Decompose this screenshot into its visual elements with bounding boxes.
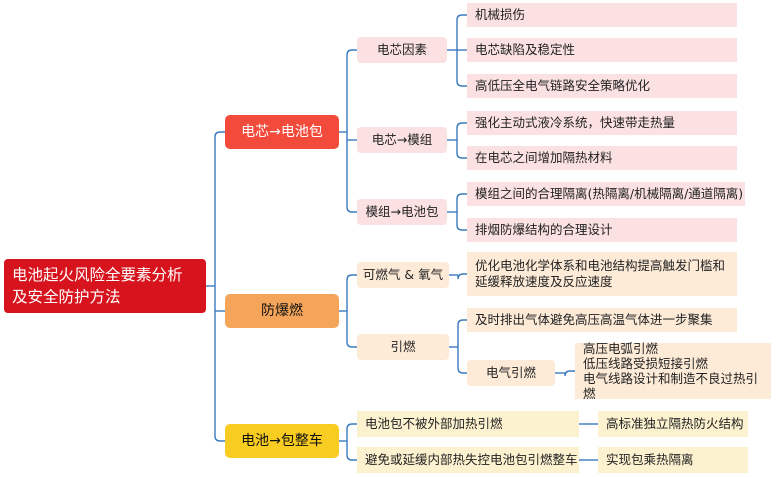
leaf-optimize-chemistry-text: 优化电池化学体系和电池结构提高触发门槛和延缓释放速度及反应速度 xyxy=(475,258,726,289)
node-no-external-heat: 电池包不被外部加热引燃 xyxy=(357,411,579,437)
branch-cell-to-pack: 电芯→电池包 xyxy=(225,115,339,149)
leaf-fireproof-structure: 高标准独立隔热防火结构 xyxy=(598,411,748,437)
branch-explosion-proof: 防爆燃 xyxy=(225,294,339,328)
explosion-proof-connector xyxy=(339,274,357,348)
leaf-hv-lv-strategy: 高低压全电气链路安全策略优化 xyxy=(467,74,737,98)
node-module-to-pack: 模组→电池包 xyxy=(357,199,447,225)
leaf-liquid-cooling: 强化主动式液冷系统，快速带走热量 xyxy=(467,111,737,135)
leaf-insulation-material: 在电芯之间增加隔热材料 xyxy=(467,146,737,170)
root-topic: 电池起火风险全要素分析及安全防护方法 xyxy=(4,259,206,313)
cell-to-pack-connector xyxy=(339,49,357,213)
node-electrical-ignition: 电气引燃 xyxy=(467,360,555,386)
module-to-pack-connector xyxy=(447,193,467,231)
node-cell-to-module: 电芯→模组 xyxy=(357,127,447,153)
leaf-electrical-causes: 高压电弧引燃 低压线路受损短接引燃 电气线路设计和制造不良过热引燃 xyxy=(575,341,771,401)
root-line-2: 及安全防护方法 xyxy=(12,288,121,306)
node-delay-thermal-runaway: 避免或延缓内部热失控电池包引燃整车 xyxy=(357,447,579,473)
leaf-exhaust-gas: 及时排出气体避免高压高温气体进一步聚集 xyxy=(467,308,737,332)
leaf-optimize-chemistry: 优化电池化学体系和电池结构提高触发门槛和延缓释放速度及反应速度 xyxy=(467,252,737,296)
flammable-gas-connector xyxy=(449,273,467,280)
node-ignition: 引燃 xyxy=(357,334,449,360)
electrical-connector xyxy=(555,370,575,377)
leaf-module-isolation: 模组之间的合理隔离(热隔离/机械隔离/通道隔离) xyxy=(467,182,745,206)
leaf-lv-short: 低压线路受损短接引燃 xyxy=(583,356,709,371)
branch-pack-to-vehicle: 电池→包整车 xyxy=(225,424,339,458)
cell-factors-connector xyxy=(447,14,467,87)
root-connector xyxy=(206,131,225,442)
node-cell-factors: 电芯因素 xyxy=(357,37,447,63)
leaf-mechanical-damage: 机械损伤 xyxy=(467,3,737,27)
root-line-1: 电池起火风险全要素分析 xyxy=(12,266,183,284)
node-flammable-gas: 可燃气 & 氧气 xyxy=(357,262,449,288)
pack-to-vehicle-connector xyxy=(339,423,357,461)
ignition-connector xyxy=(449,319,467,374)
leaf-hv-arc: 高压电弧引燃 xyxy=(583,341,659,356)
leaf-cell-defect: 电芯缺陷及稳定性 xyxy=(467,38,737,62)
cell-to-module-connector xyxy=(447,122,467,159)
leaf-overheat: 电气线路设计和制造不良过热引燃 xyxy=(583,371,759,401)
leaf-exhaust-design: 排烟防爆结构的合理设计 xyxy=(467,218,737,242)
leaf-cabin-isolation: 实现包乘热隔离 xyxy=(598,447,748,473)
